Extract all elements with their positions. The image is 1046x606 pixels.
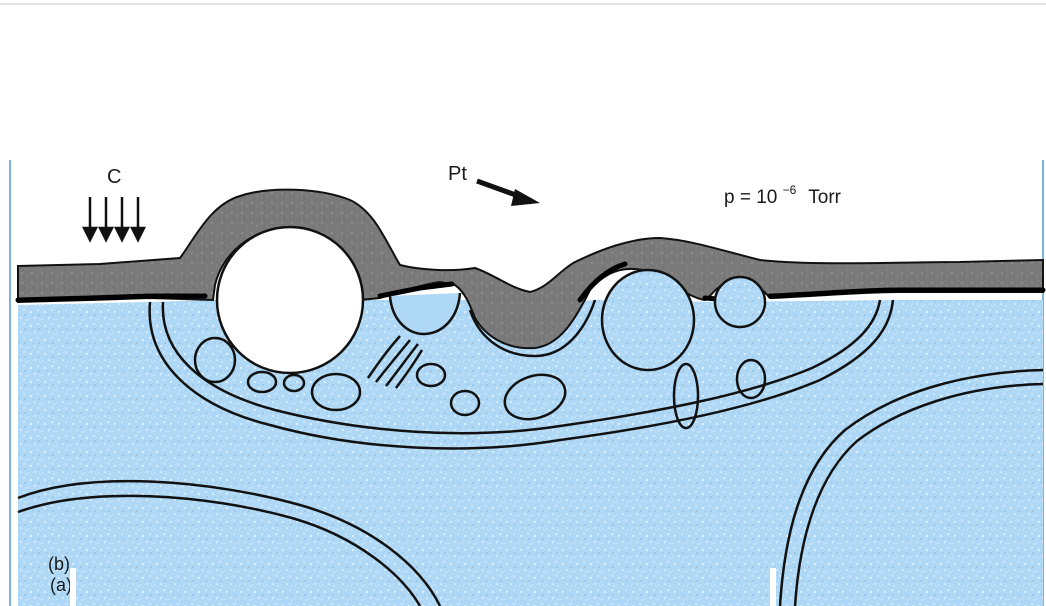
large-vesicle (217, 227, 363, 373)
bottom-notch-left (70, 568, 76, 606)
vesicle-right-large (602, 270, 694, 370)
label-panel-a: (a) (50, 575, 72, 595)
pressure-unit: Torr (808, 187, 841, 208)
label-pressure: p = 10 −6 Torr (724, 178, 842, 208)
carbon-arrows (84, 197, 144, 240)
label-platinum: Pt (448, 163, 467, 185)
label-panel-b: (b) (48, 554, 70, 574)
vesicle-right-small (715, 277, 765, 327)
pressure-exponent: −6 (783, 183, 797, 197)
platinum-arrow (477, 181, 540, 206)
label-carbon: C (107, 166, 121, 188)
bottom-notch-right (770, 568, 776, 606)
pressure-prefix: p = 10 (724, 187, 777, 208)
